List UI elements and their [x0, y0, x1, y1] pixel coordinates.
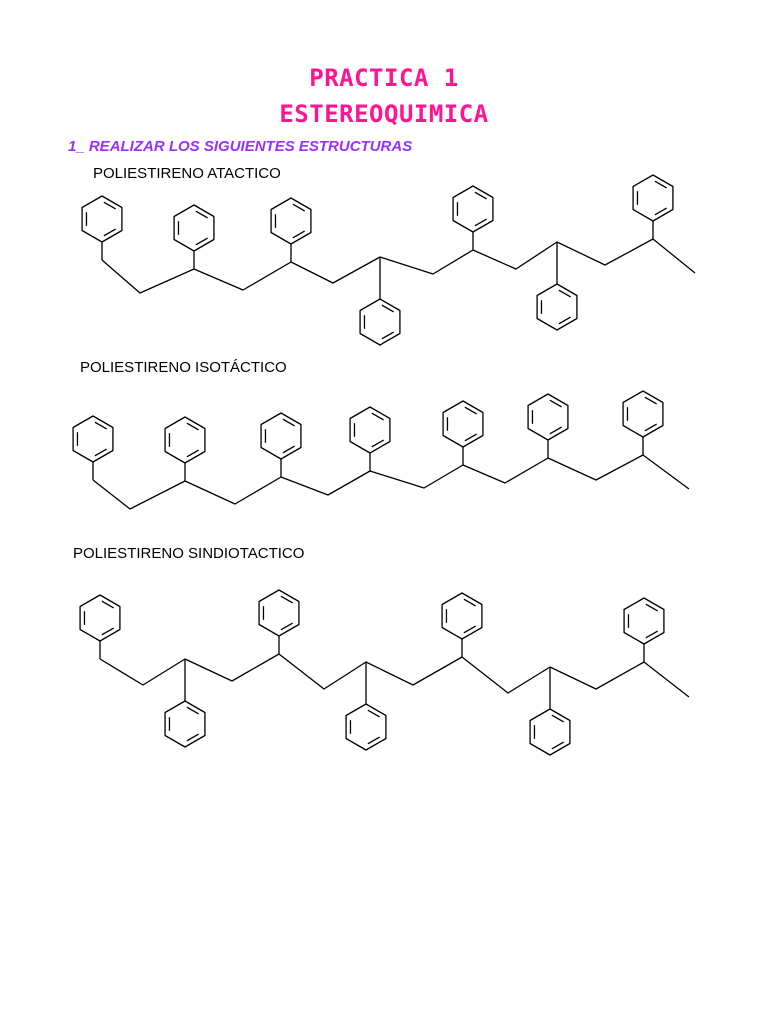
phenyl-ring: [164, 700, 206, 748]
phenyl-ring: [270, 197, 312, 245]
double-bond: [195, 237, 208, 246]
double-bond: [186, 733, 199, 742]
double-bond: [280, 622, 293, 631]
phenyl-ring: [79, 594, 121, 642]
phenyl-ring: [527, 393, 569, 441]
double-bond: [94, 448, 107, 457]
phenyl-ring: [622, 390, 664, 438]
phenyl-ring: [359, 298, 401, 346]
double-bond: [464, 433, 477, 442]
double-bond: [280, 595, 293, 604]
double-bond: [371, 412, 384, 421]
phenyl-ring-outline: [79, 594, 121, 642]
phenyl-ring-outline: [270, 197, 312, 245]
polymer-backbone: [92, 454, 690, 510]
double-bond: [186, 449, 199, 458]
phenyl-ring-outline: [529, 708, 571, 756]
phenyl-ring-outline: [536, 283, 578, 331]
double-bond: [464, 406, 477, 415]
double-bond: [654, 180, 667, 189]
phenyl-ring-outline: [632, 174, 674, 222]
double-bond: [645, 603, 658, 612]
double-bond: [101, 600, 114, 609]
double-bond: [551, 714, 564, 723]
double-bond: [644, 396, 657, 405]
double-bond: [463, 625, 476, 634]
double-bond: [654, 207, 667, 216]
double-bond: [186, 422, 199, 431]
phenyl-ring-outline: [164, 700, 206, 748]
phenyl-ring-outline: [442, 400, 484, 448]
phenyl-ring-outline: [359, 298, 401, 346]
phenyl-ring-outline: [260, 412, 302, 460]
double-bond: [551, 741, 564, 750]
double-bond: [474, 191, 487, 200]
phenyl-ring: [623, 597, 665, 645]
double-bond: [549, 399, 562, 408]
double-bond: [101, 627, 114, 636]
double-bond: [186, 706, 199, 715]
double-bond: [549, 426, 562, 435]
label-atactic: POLIESTIRENO ATACTICO: [93, 165, 281, 182]
double-bond: [195, 210, 208, 219]
phenyl-ring-outline: [622, 390, 664, 438]
phenyl-ring-outline: [345, 703, 387, 751]
phenyl-ring-outline: [173, 204, 215, 252]
phenyl-ring: [442, 400, 484, 448]
phenyl-ring-outline: [81, 195, 123, 243]
double-bond: [292, 203, 305, 212]
phenyl-ring: [441, 592, 483, 640]
double-bond: [381, 304, 394, 313]
double-bond: [282, 418, 295, 427]
phenyl-ring-outline: [258, 589, 300, 637]
title-line-1: PRACTICA 1: [309, 64, 459, 92]
double-bond: [474, 218, 487, 227]
double-bond: [558, 289, 571, 298]
title-line-2: ESTEREOQUIMICA: [279, 100, 489, 128]
double-bond: [558, 316, 571, 325]
phenyl-ring: [258, 589, 300, 637]
double-bond: [94, 421, 107, 430]
phenyl-ring: [632, 174, 674, 222]
phenyl-ring-outline: [441, 592, 483, 640]
phenyl-ring: [529, 708, 571, 756]
phenyl-ring: [72, 415, 114, 463]
double-bond: [282, 445, 295, 454]
double-bond: [292, 230, 305, 239]
phenyl-ring-outline: [164, 416, 206, 464]
phenyl-ring: [81, 195, 123, 243]
phenyl-ring-outline: [349, 406, 391, 454]
phenyl-ring-outline: [623, 597, 665, 645]
double-bond: [103, 201, 116, 210]
phenyl-ring-outline: [452, 185, 494, 233]
polymer-backbone: [99, 653, 690, 698]
double-bond: [103, 228, 116, 237]
double-bond: [367, 736, 380, 745]
instruction-text: 1_ REALIZAR LOS SIGUIENTES ESTRUCTURAS: [68, 138, 413, 155]
phenyl-ring: [173, 204, 215, 252]
double-bond: [371, 439, 384, 448]
double-bond: [367, 709, 380, 718]
label-syndiotactic: POLIESTIRENO SINDIOTACTICO: [73, 545, 305, 562]
double-bond: [645, 630, 658, 639]
phenyl-ring: [260, 412, 302, 460]
double-bond: [463, 598, 476, 607]
phenyl-ring: [345, 703, 387, 751]
label-isotactic: POLIESTIRENO ISOTÁCTICO: [80, 359, 287, 376]
phenyl-ring: [452, 185, 494, 233]
phenyl-ring: [164, 416, 206, 464]
phenyl-ring: [536, 283, 578, 331]
phenyl-ring-outline: [72, 415, 114, 463]
phenyl-ring-outline: [527, 393, 569, 441]
polymer-backbone: [101, 238, 696, 294]
double-bond: [381, 331, 394, 340]
double-bond: [644, 423, 657, 432]
phenyl-ring: [349, 406, 391, 454]
